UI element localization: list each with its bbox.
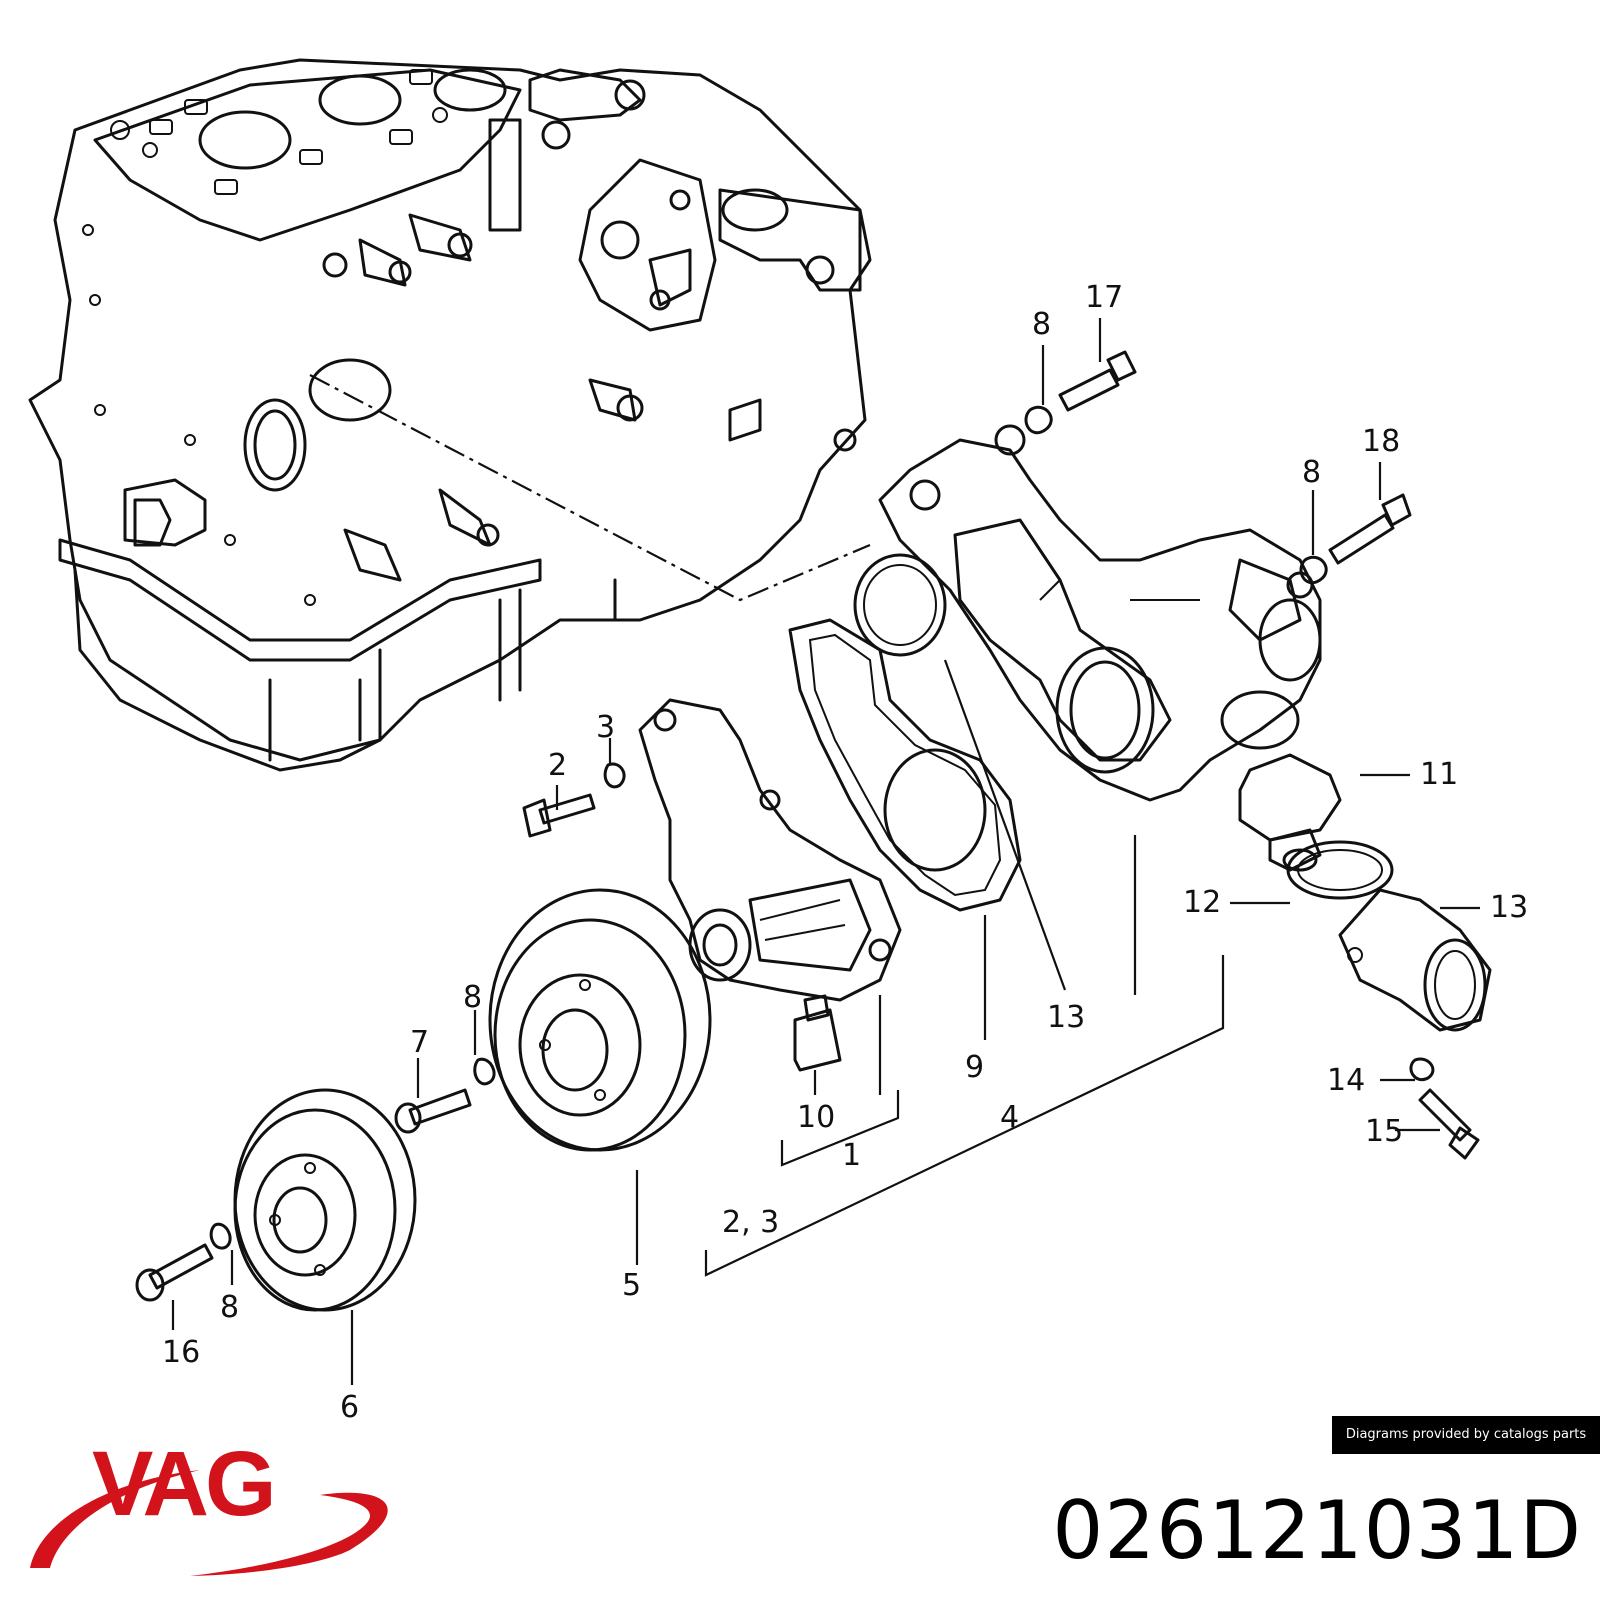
callout-3: 3 xyxy=(596,710,616,745)
leader-lines xyxy=(171,318,1480,1385)
callout-5: 5 xyxy=(622,1268,642,1303)
part-number: 026121031D xyxy=(1052,1484,1582,1577)
o-ring xyxy=(1286,840,1394,900)
diagram-credit-banner: Diagrams provided by catalogs parts xyxy=(1332,1416,1600,1454)
callout-1: 1 xyxy=(842,1138,862,1173)
callout-10: 9 xyxy=(965,1050,985,1085)
callout-8-upper-right: 8 xyxy=(1032,307,1052,342)
bolts-and-washers xyxy=(135,350,1480,1302)
callout-16: 15 xyxy=(1365,1114,1404,1149)
callout-11: 10 xyxy=(797,1100,836,1135)
callout-4: 4 xyxy=(1000,1100,1020,1135)
vag-logo-swoosh xyxy=(30,1470,388,1576)
callout-2: 2 xyxy=(548,748,568,783)
coolant-elbow xyxy=(1338,888,1492,1032)
callout-12: 11 xyxy=(1420,757,1459,792)
callout-8-right: 8 xyxy=(1302,455,1322,490)
vag-logo-wordmark: VAG xyxy=(92,1433,277,1535)
gasket-large xyxy=(788,618,1022,912)
pulley-small xyxy=(233,1088,417,1312)
callout-13-right: 12 xyxy=(1183,885,1222,920)
callout-2-3: 2, 3 xyxy=(722,1205,780,1240)
gasket-ring xyxy=(853,553,947,657)
callout-8-lower: 8 xyxy=(220,1290,240,1325)
callout-6: 6 xyxy=(340,1390,360,1425)
pulley-large xyxy=(488,888,712,1152)
callout-13-middle: 13 xyxy=(1047,1000,1086,1035)
callout-18: 18 xyxy=(1362,424,1401,459)
thermostat xyxy=(1238,753,1342,872)
water-pump xyxy=(638,698,902,1072)
callout-9: 16 xyxy=(162,1335,201,1370)
engine-block xyxy=(28,58,872,772)
callout-8-middle: 8 xyxy=(463,980,483,1015)
callout-7: 7 xyxy=(410,1025,430,1060)
thermostat-housing xyxy=(878,424,1322,802)
callout-14: 13 xyxy=(1490,890,1529,925)
callout-17: 17 xyxy=(1085,280,1124,315)
callout-15: 14 xyxy=(1327,1063,1366,1098)
